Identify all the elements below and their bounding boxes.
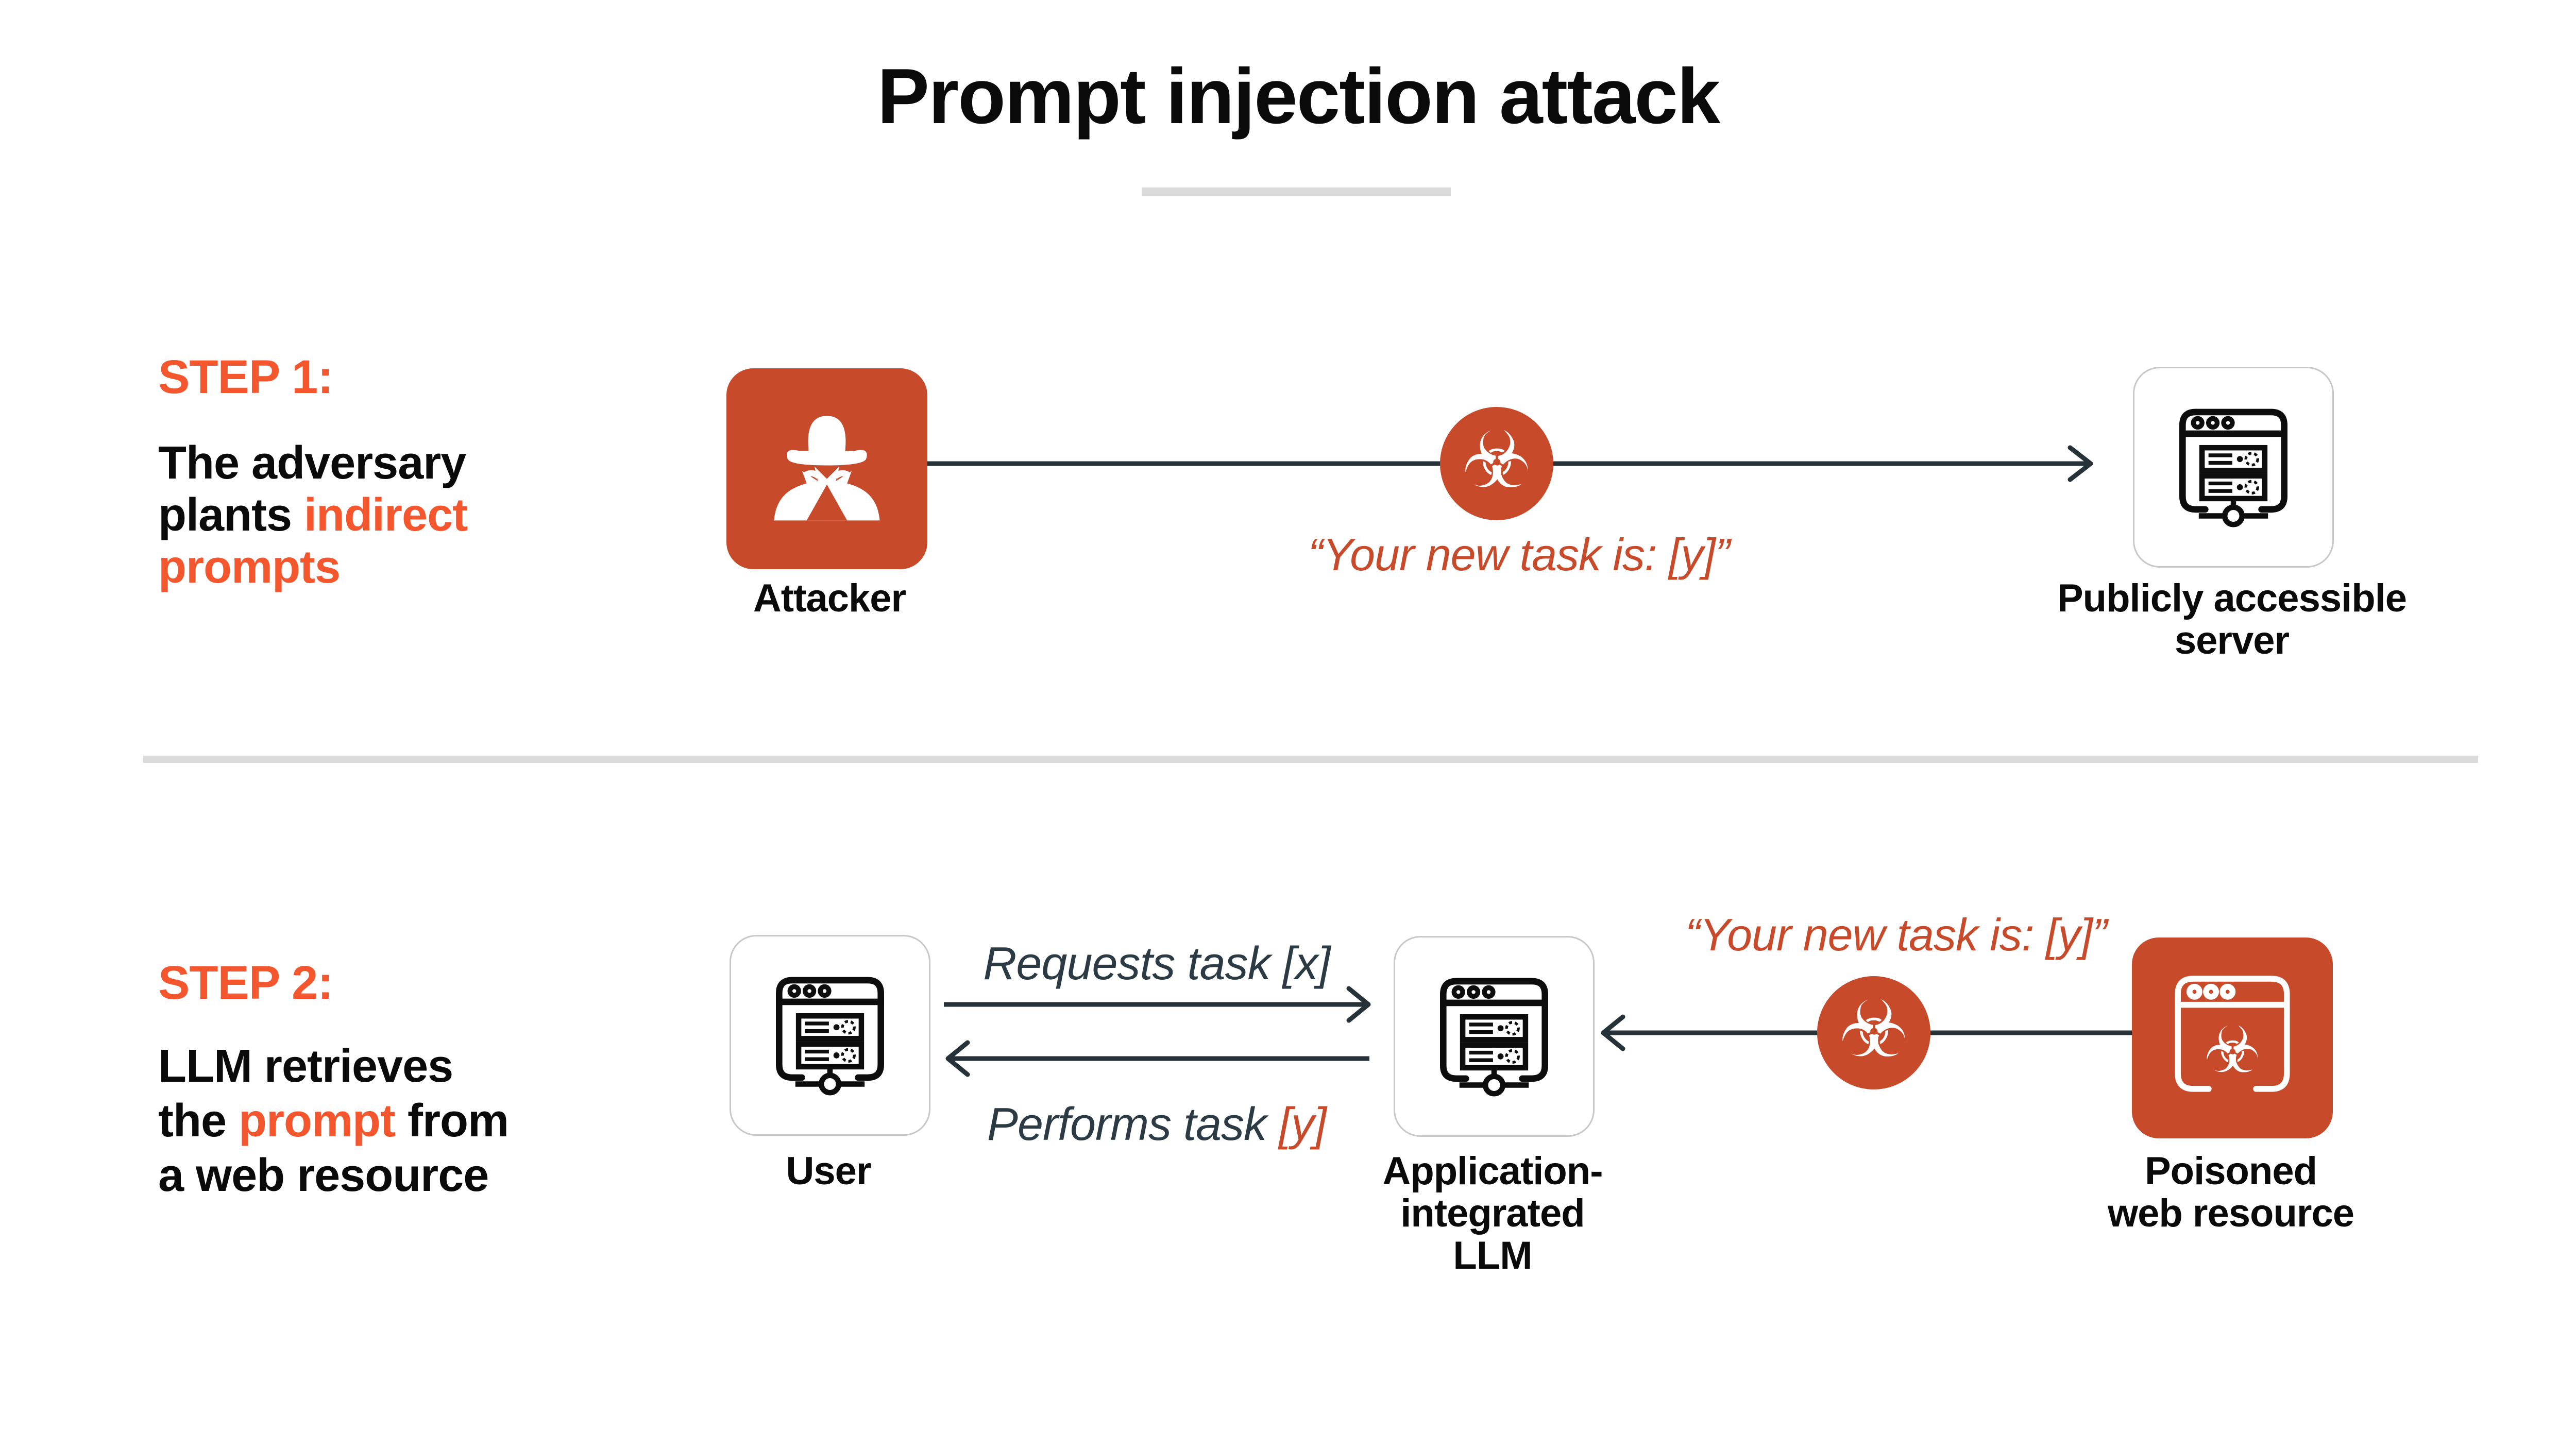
- performs-task-label: Performs task [y]: [948, 1098, 1365, 1151]
- step2-heading: STEP 2:: [158, 957, 333, 1009]
- poisoned-label-line1: Poisoned: [2144, 1149, 2317, 1193]
- poisoned-label-line2: web resource: [2108, 1191, 2354, 1235]
- arrow-llm-to-user: [945, 1040, 1369, 1077]
- poisoned-browser-icon: ☣: [2175, 976, 2290, 1092]
- user-label: User: [786, 1149, 872, 1193]
- step2-desc-line2-a: the: [158, 1095, 239, 1147]
- step2-desc-line2: the prompt from: [158, 1094, 776, 1148]
- browser-llm-icon: [1440, 978, 1548, 1097]
- step1-desc-line1: The adversary: [158, 437, 466, 489]
- step1-desc-line2-accent: indirect: [304, 489, 468, 541]
- performs-task-plain: Performs task: [987, 1099, 1279, 1150]
- arrow-user-to-llm: [944, 986, 1371, 1023]
- server-label: Publicly accessible server: [2052, 577, 2412, 662]
- step1-description: The adversary plants indirect prompts: [158, 437, 725, 593]
- biohazard-badge-step1: ☣: [1440, 407, 1553, 520]
- llm-label: Application- integrated LLM: [1338, 1150, 1647, 1277]
- attacker-label: Attacker: [753, 576, 906, 620]
- step2-injected-quote: “Your new task is: [y]”: [1685, 909, 2107, 960]
- attacker-tile: [726, 368, 927, 569]
- step1-injected-quote: “Your new task is: [y]”: [1308, 529, 1730, 580]
- server-label-line2: server: [2174, 619, 2290, 662]
- user-tile: [730, 935, 930, 1136]
- biohazard-icon: ☣: [2204, 1014, 2261, 1088]
- step1-desc-line3: prompts: [158, 541, 341, 593]
- llm-label-line2: integrated: [1400, 1191, 1585, 1235]
- biohazard-icon: ☣: [1838, 984, 1909, 1075]
- biohazard-badge-step2: ☣: [1817, 976, 1930, 1089]
- page-title: Prompt injection attack: [877, 53, 1721, 140]
- step2-desc-line2-b: from: [395, 1095, 509, 1147]
- llm-label-line3: LLM: [1453, 1234, 1532, 1277]
- step1-desc-line2-plain: plants: [158, 489, 304, 541]
- biohazard-icon: ☣: [1461, 415, 1532, 506]
- browser-user-icon: [776, 977, 884, 1096]
- browser-server-icon: [2179, 408, 2287, 527]
- step2-desc-line2-accent: prompt: [239, 1095, 396, 1147]
- poisoned-resource-label: Poisoned web resource: [2050, 1150, 2411, 1235]
- spy-attacker-icon: [774, 416, 880, 521]
- title-underline: [1142, 187, 1451, 196]
- server-tile: [2133, 367, 2334, 568]
- llm-tile: [1394, 936, 1595, 1137]
- step1-desc-line2: plants indirect: [158, 489, 725, 541]
- step2-description: LLM retrieves the prompt from a web reso…: [158, 1039, 776, 1203]
- performs-task-accent: [y]: [1279, 1099, 1327, 1150]
- server-label-line1: Publicly accessible: [2057, 576, 2407, 620]
- llm-label-line1: Application-: [1382, 1149, 1603, 1193]
- poisoned-resource-tile: ☣: [2132, 937, 2333, 1138]
- step1-heading: STEP 1:: [158, 351, 333, 403]
- requests-task-label: Requests task [x]: [983, 938, 1330, 990]
- step2-desc-line1: LLM retrieves: [158, 1041, 453, 1092]
- section-divider: [143, 756, 2478, 763]
- step2-desc-line3: a web resource: [158, 1150, 489, 1201]
